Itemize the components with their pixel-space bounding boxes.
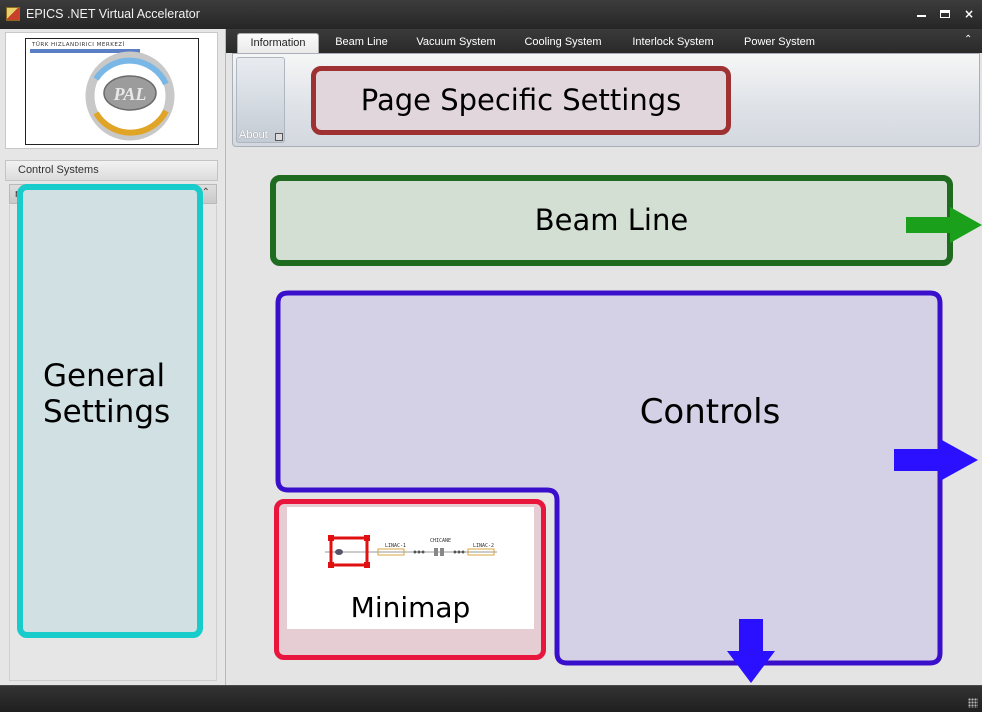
title-bar[interactable]: EPICS .NET Virtual Accelerator ×: [0, 0, 982, 29]
dialog-launcher-icon[interactable]: [275, 133, 283, 141]
close-icon: ×: [963, 7, 975, 21]
minimap-handle[interactable]: [364, 562, 370, 568]
blue-arrow-right: [894, 439, 978, 481]
minimap-label-linac2: LINAC-2: [473, 543, 495, 549]
about-group[interactable]: About: [236, 57, 285, 143]
arrow-down-icon: [727, 619, 775, 683]
logo-arc-gold: [93, 109, 169, 136]
maximize-button[interactable]: [936, 6, 954, 22]
ribbon-collapse-icon[interactable]: ⌃: [964, 34, 973, 45]
page-specific-settings-annotation: Page Specific Settings: [311, 66, 731, 135]
logo-image: PAL: [30, 49, 175, 141]
tab-interlock-system[interactable]: Interlock System: [632, 36, 714, 48]
minimap-annotation: LINAC-1 CHICANE LINAC-2 Minimap: [274, 499, 546, 660]
minimap-label: Minimap: [350, 591, 471, 624]
ribbon-tabs: Information Beam Line Vacuum System Cool…: [232, 29, 982, 53]
close-button[interactable]: ×: [960, 6, 978, 22]
minimize-button[interactable]: [912, 6, 930, 22]
logo-mark: PAL: [113, 84, 147, 104]
beam-line-annotation: Beam Line: [270, 175, 953, 266]
minimap-element: [461, 550, 465, 554]
minimap-linac1: [377, 548, 405, 556]
ribbon-tab-strip: [226, 29, 982, 53]
about-group-label: About: [239, 129, 268, 141]
green-arrow: [906, 207, 982, 243]
logo-center: [103, 75, 157, 111]
minimap-handle[interactable]: [328, 535, 334, 541]
tab-power-system[interactable]: Power System: [744, 36, 815, 48]
tab-cooling-system[interactable]: Cooling System: [524, 36, 602, 48]
maximize-icon: [940, 10, 950, 18]
tab-vacuum-system[interactable]: Vacuum System: [416, 36, 496, 48]
minimap-linac2: [467, 548, 495, 556]
blue-arrow-down: [727, 619, 775, 683]
minimize-icon: [916, 15, 926, 17]
minimap-handle[interactable]: [364, 535, 370, 541]
minimap-element: [417, 550, 421, 554]
arrow-right-icon: [906, 207, 982, 243]
minimap-element: [453, 550, 457, 554]
logo-frame: PAL TÜRK HIZLANDIRICI MERKEZİ: [5, 32, 218, 149]
page-specific-settings-label: Page Specific Settings: [360, 83, 682, 117]
logo-ring: [85, 51, 175, 141]
tab-beam-line[interactable]: Beam Line: [335, 36, 388, 48]
arrow-right-icon: [894, 439, 978, 481]
minimap-element: [421, 550, 425, 554]
minimap-label-chicane: CHICANE: [430, 538, 452, 544]
logo-arc-blue: [93, 57, 169, 86]
tab-information[interactable]: Information: [237, 33, 319, 53]
minimap-element: [413, 550, 417, 554]
controls-label: Controls: [639, 392, 781, 432]
beam-line-label: Beam Line: [534, 203, 689, 237]
minimap-handle[interactable]: [328, 562, 334, 568]
navbar-header: Control Systems: [5, 160, 218, 181]
controls-region: [275, 290, 943, 666]
minimap-panel[interactable]: LINAC-1 CHICANE LINAC-2 Minimap: [287, 507, 534, 629]
minimap-chicane-2: [440, 548, 444, 556]
chevron-up-icon[interactable]: ⌃: [201, 187, 210, 198]
status-bar: [0, 685, 982, 712]
logo-caption: TÜRK HIZLANDIRICI MERKEZİ: [32, 42, 125, 48]
resize-grip-icon[interactable]: [968, 698, 978, 708]
general-settings-label: General Settings: [43, 358, 171, 430]
minimap-gun: [335, 549, 343, 555]
app-icon: [6, 7, 20, 21]
window-title: EPICS .NET Virtual Accelerator: [26, 7, 200, 21]
general-settings-annotation: General Settings: [17, 184, 203, 638]
controls-annotation: [275, 290, 943, 666]
minimap-chicane-1: [434, 548, 438, 556]
logo-bar: [30, 49, 140, 53]
minimap-label-linac1: LINAC-1: [385, 543, 407, 549]
minimap-element: [457, 550, 461, 554]
logo: PAL TÜRK HIZLANDIRICI MERKEZİ: [25, 38, 199, 145]
minimap-viewport[interactable]: [329, 536, 369, 567]
minimap-diagram: [325, 535, 497, 568]
